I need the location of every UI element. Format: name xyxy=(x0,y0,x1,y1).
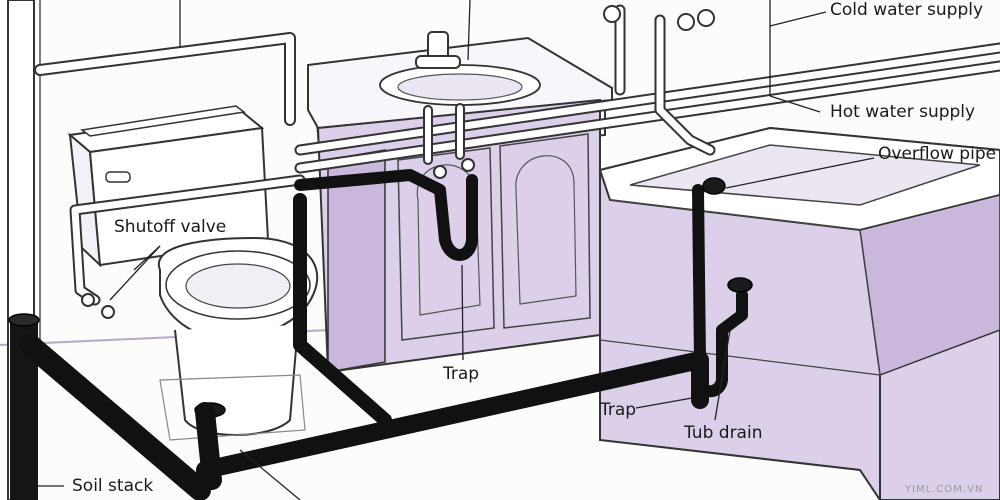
label-cold-water-supply: Cold water supply xyxy=(830,0,984,20)
label-overflow-pipe: Overflow pipe xyxy=(878,144,997,164)
watermark: YIML.COM.VN xyxy=(905,484,984,495)
label-trap-tub: Trap xyxy=(600,400,637,420)
bathtub xyxy=(598,126,1000,500)
soil-stack-pipe xyxy=(7,0,40,500)
valves xyxy=(81,5,715,319)
toilet xyxy=(67,105,319,441)
label-soil-stack: Soil stack xyxy=(72,476,154,496)
label-shutoff-valve: Shutoff valve xyxy=(112,217,229,237)
leader-lines xyxy=(38,0,875,500)
drain-pipes xyxy=(19,169,753,500)
label-hot-water-supply: Hot water supply xyxy=(830,102,976,122)
vanity-cabinet xyxy=(307,36,613,374)
label-trap-sink: Trap xyxy=(443,364,480,384)
label-tub-drain: Tub drain xyxy=(684,423,763,443)
